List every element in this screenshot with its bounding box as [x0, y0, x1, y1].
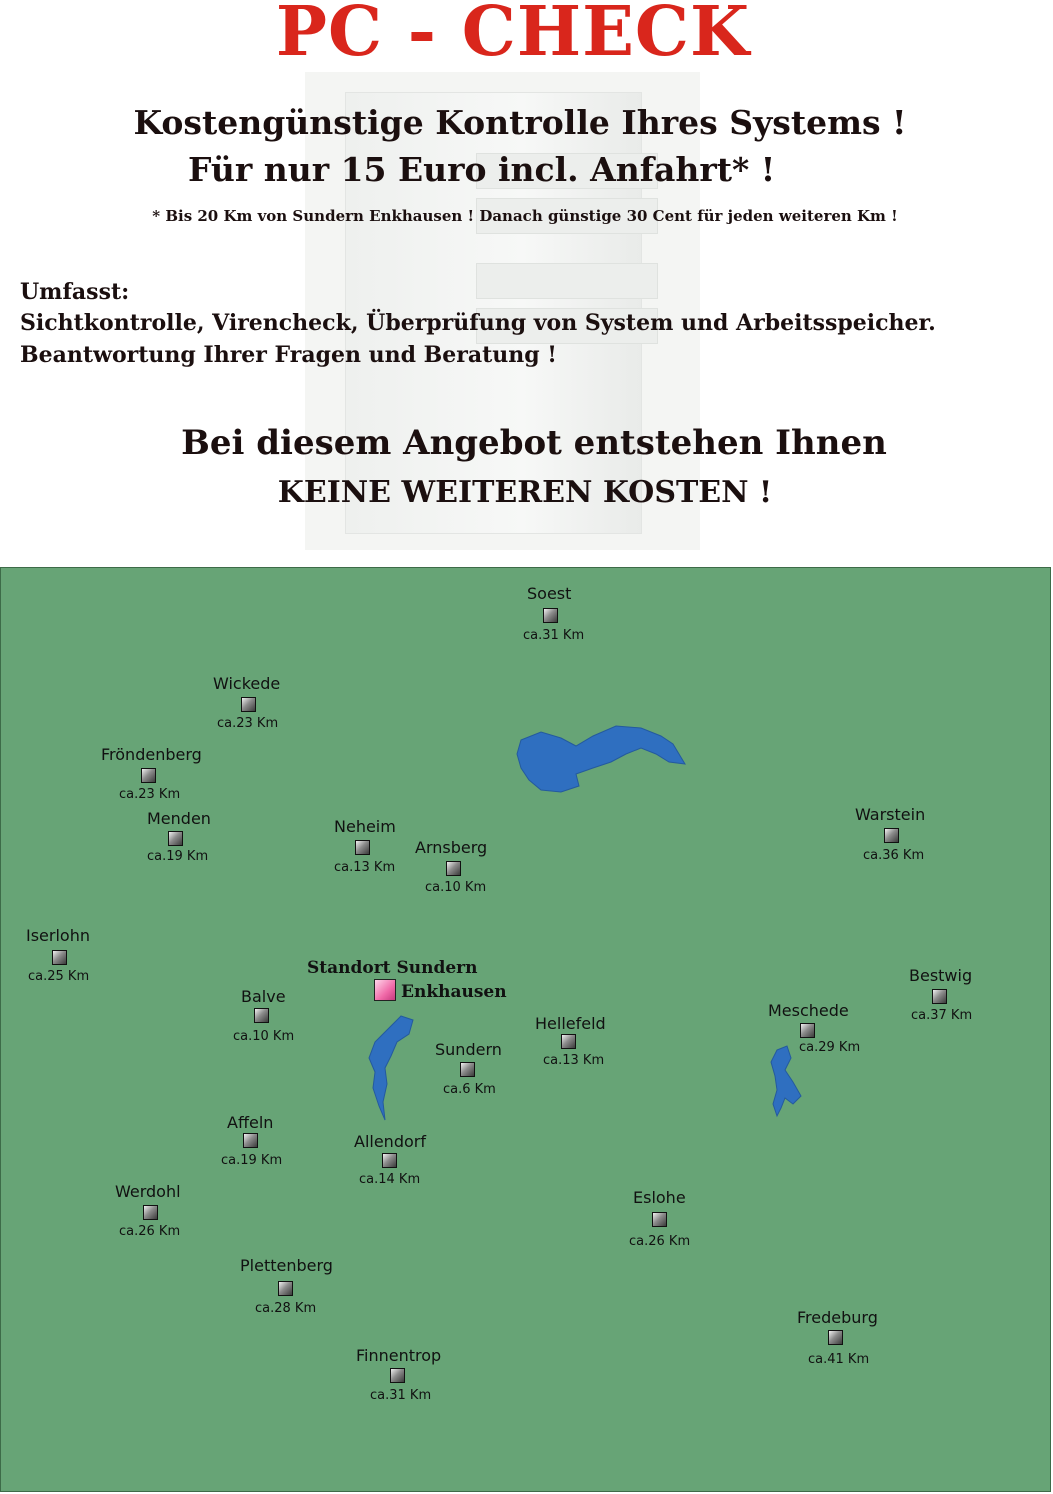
- town-name: Plettenberg: [240, 1256, 333, 1275]
- town-name: Menden: [147, 809, 211, 828]
- town-marker-icon: [278, 1281, 293, 1296]
- town-marker-icon: [143, 1205, 158, 1220]
- drive-bay: [476, 308, 658, 344]
- town-distance: ca.6 Km: [443, 1082, 496, 1097]
- town-marker-icon: [254, 1008, 269, 1023]
- town-marker-icon: [355, 840, 370, 855]
- lake-moehnesee: [516, 725, 686, 793]
- pc-tower-image: [305, 72, 700, 550]
- price-footnote: * Bis 20 Km von Sundern Enkhausen ! Dana…: [152, 207, 898, 225]
- town-marker-icon: [460, 1062, 475, 1077]
- lake-hennesee: [770, 1045, 802, 1118]
- town-name: Werdohl: [115, 1182, 181, 1201]
- town-marker-icon: [141, 768, 156, 783]
- town-distance: ca.19 Km: [147, 849, 209, 864]
- town-distance: ca.14 Km: [359, 1172, 421, 1187]
- page-title: PC - CHECK: [275, 0, 751, 72]
- town-marker-icon: [652, 1212, 667, 1227]
- town-name: Soest: [527, 584, 572, 603]
- town-name: Finnentrop: [356, 1346, 442, 1365]
- town-name: Sundern: [435, 1040, 502, 1059]
- lakes-layer: [368, 725, 802, 1121]
- includes-label: Umfasst:: [20, 279, 130, 305]
- town-name: Meschede: [768, 1001, 849, 1020]
- offer-no-extra-costs: KEINE WEITEREN KOSTEN !: [277, 475, 773, 510]
- town-marker-icon: [52, 950, 67, 965]
- drive-bay: [476, 263, 658, 299]
- town-distance: ca.31 Km: [370, 1388, 432, 1403]
- home-label-place: Enkhausen: [401, 982, 507, 1002]
- town-distance: ca.23 Km: [217, 716, 279, 731]
- town-marker-icon: [800, 1023, 815, 1038]
- town-distance: ca.13 Km: [334, 860, 396, 875]
- town-name: Neheim: [334, 817, 396, 836]
- town-distance: ca.25 Km: [28, 969, 90, 984]
- town-marker-icon: [884, 828, 899, 843]
- lake-sorpesee: [368, 1015, 414, 1121]
- includes-services: Sichtkontrolle, Virencheck, Überprüfung …: [20, 310, 936, 336]
- town-distance: ca.36 Km: [863, 848, 925, 863]
- headline-price: Für nur 15 Euro incl. Anfahrt* !: [188, 150, 776, 189]
- town-marker-icon: [168, 831, 183, 846]
- town-marker-icon: [543, 608, 558, 623]
- home-marker-icon: [374, 979, 396, 1001]
- town-marker-icon: [828, 1330, 843, 1345]
- town-name: Eslohe: [633, 1188, 686, 1207]
- town-distance: ca.10 Km: [233, 1029, 295, 1044]
- town-name: Wickede: [213, 674, 281, 693]
- town-distance: ca.13 Km: [543, 1053, 605, 1068]
- headline-primary: Kostengünstige Kontrolle Ihres Systems !: [133, 103, 907, 142]
- pc-tower-case: [345, 92, 658, 534]
- town-marker-icon: [241, 697, 256, 712]
- town-name: Fröndenberg: [101, 745, 202, 764]
- home-label: Standort Sundern: [307, 958, 478, 978]
- town-marker-icon: [390, 1368, 405, 1383]
- drive-bay: [476, 153, 658, 189]
- town-name: Iserlohn: [26, 926, 90, 945]
- includes-consulting: Beantwortung Ihrer Fragen und Beratung !: [20, 342, 557, 368]
- town-distance: ca.19 Km: [221, 1153, 283, 1168]
- town-marker-icon: [932, 989, 947, 1004]
- town-name: Warstein: [855, 805, 926, 824]
- town-name: Hellefeld: [535, 1014, 606, 1033]
- town-distance: ca.41 Km: [808, 1352, 870, 1367]
- town-marker-icon: [446, 861, 461, 876]
- town-name: Allendorf: [354, 1132, 426, 1151]
- region-map: Soest ca.31 Km Wickede ca.23 Km Fröndenberg c…: [0, 567, 1051, 1492]
- town-marker-icon: [382, 1153, 397, 1168]
- town-distance: ca.31 Km: [523, 628, 585, 643]
- town-marker-icon: [561, 1034, 576, 1049]
- town-distance: ca.29 Km: [799, 1040, 861, 1055]
- town-distance: ca.26 Km: [629, 1234, 691, 1249]
- drive-bay: [476, 198, 658, 234]
- town-name: Balve: [241, 987, 286, 1006]
- town-distance: ca.28 Km: [255, 1301, 317, 1316]
- town-name: Affeln: [227, 1113, 274, 1132]
- town-name: Arnsberg: [415, 838, 488, 857]
- town-marker-icon: [243, 1133, 258, 1148]
- town-name: Fredeburg: [797, 1308, 878, 1327]
- town-name: Bestwig: [909, 966, 973, 985]
- town-distance: ca.26 Km: [119, 1224, 181, 1239]
- town-distance: ca.10 Km: [425, 880, 487, 895]
- offer-line: Bei diesem Angebot entstehen Ihnen: [181, 423, 887, 463]
- town-distance: ca.23 Km: [119, 787, 181, 802]
- town-distance: ca.37 Km: [911, 1008, 973, 1023]
